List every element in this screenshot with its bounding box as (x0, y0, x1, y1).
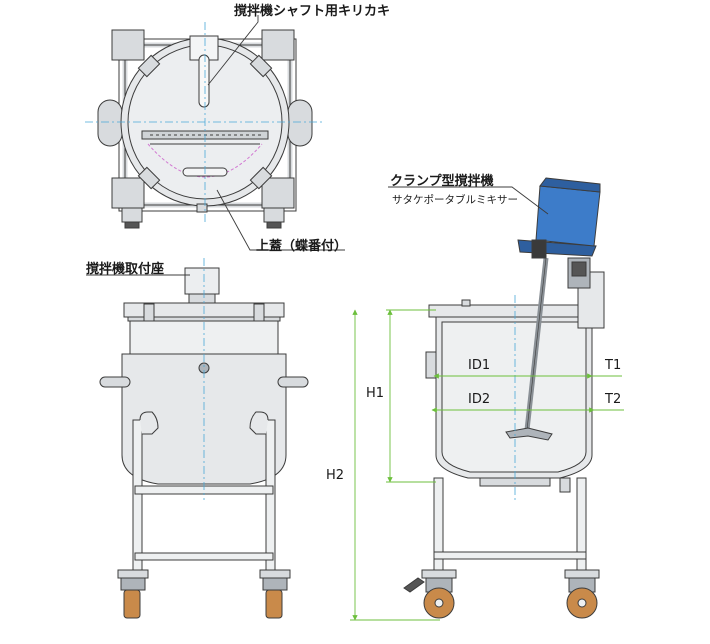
t1-dimension-label: T1 (605, 358, 622, 373)
side-view (403, 299, 600, 619)
lid-hinged-label: 上蓋（蝶番付） (256, 239, 348, 254)
top-view-centerlines (85, 22, 325, 222)
h1-dimension-label: H1 (366, 386, 385, 401)
t2-dimension-label: T2 (605, 392, 622, 407)
shaft-cutout-label: 撹拌機シャフト用キリカキ (234, 4, 391, 19)
dimension-lines (350, 309, 624, 621)
id1-dimension-label: ID1 (468, 358, 491, 373)
id2-dimension-label: ID2 (468, 392, 491, 407)
clamp-mixer (505, 177, 605, 441)
leader-lines (86, 15, 549, 276)
mixer-product-label: サタケポータブルミキサー (392, 194, 518, 206)
h2-dimension-label: H2 (326, 468, 345, 483)
front-view (99, 267, 309, 619)
mount-seat-label: 撹拌機取付座 (86, 262, 165, 277)
clamp-mixer-label: クランプ型撹拌機 (390, 174, 494, 189)
